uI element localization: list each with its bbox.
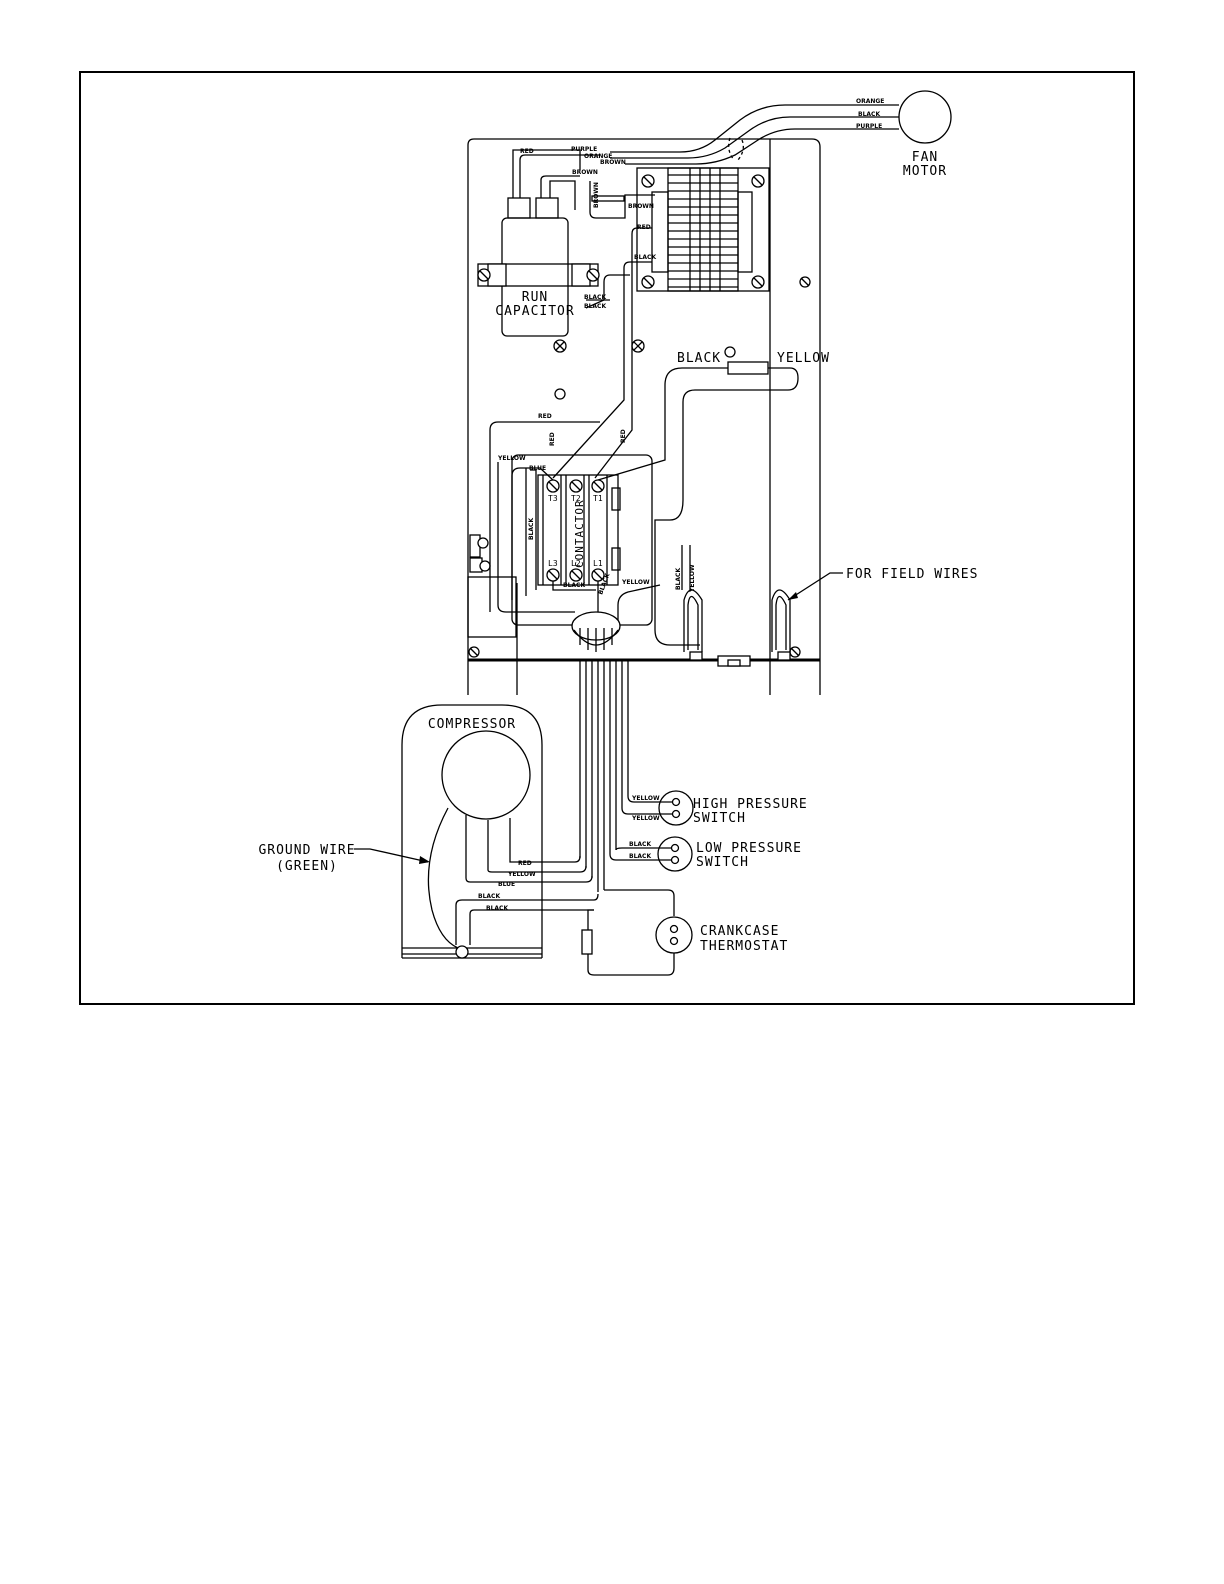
wire-label: YELLOW xyxy=(621,579,650,586)
wire-label: BLACK xyxy=(584,303,606,310)
run-capacitor-label: CAPACITOR xyxy=(495,304,574,319)
wire-label: PURPLE xyxy=(571,146,597,153)
wire-label: BROWN xyxy=(572,169,598,176)
compressor-label: COMPRESSOR xyxy=(428,717,516,732)
wire-label: BLUE xyxy=(498,881,515,888)
field-wires-label: FOR FIELD WIRES xyxy=(846,567,978,582)
screw xyxy=(789,646,801,658)
hole xyxy=(724,346,736,358)
contactor-label: CONTACTOR xyxy=(573,499,586,568)
screw xyxy=(553,339,567,353)
wire-label: BLACK xyxy=(629,841,651,848)
terminal-t3: T3 xyxy=(548,494,558,503)
fan-motor-label: MOTOR xyxy=(903,164,947,179)
field-wires-callout: FOR FIELD WIRES xyxy=(787,567,978,601)
run-capacitor: RUN CAPACITOR xyxy=(477,180,600,337)
compressor: COMPRESSOR xyxy=(401,704,543,959)
field-wire-clip xyxy=(771,589,791,661)
high-pressure-label: HIGH PRESSURE xyxy=(693,797,808,812)
wire-label: BLACK xyxy=(629,853,651,860)
transformer-wires: RED BLACK BLACK BLACK RED RED xyxy=(549,224,656,479)
wire-label: BROWN xyxy=(593,182,600,208)
wire-label: BLACK xyxy=(677,351,721,366)
wire-label: RED xyxy=(549,432,556,446)
screw xyxy=(468,646,480,658)
grommet xyxy=(571,611,621,652)
transformer xyxy=(636,167,770,292)
hole xyxy=(554,388,566,400)
wire-label: YELLOW xyxy=(689,564,696,593)
fan-motor-label: FAN xyxy=(912,150,938,165)
wire-label: BLACK xyxy=(584,294,606,301)
terminal-l2: L2 xyxy=(571,559,581,568)
compressor-wires: RED YELLOW BLUE BLACK BLACK xyxy=(455,660,629,945)
wire-label: BROWN xyxy=(628,203,654,210)
fan-motor-wires: ORANGE BLACK PURPLE xyxy=(610,98,899,165)
wire-label: BROWN xyxy=(600,159,626,166)
diagram-frame xyxy=(79,71,1135,1005)
contactor: RED T3 T2 T1 L3 L2 L1 CONTACTOR xyxy=(489,413,653,626)
wire-label: BLUE xyxy=(529,465,546,472)
ground-wire-label: (GREEN) xyxy=(276,859,338,874)
ground-lug xyxy=(469,534,491,573)
cabinet xyxy=(467,138,821,695)
terminal-t2: T2 xyxy=(571,494,581,503)
wire-label: YELLOW xyxy=(777,351,830,366)
resistor xyxy=(727,361,769,375)
wire-label: RED xyxy=(538,413,552,420)
field-wire-clip: BLACK YELLOW xyxy=(675,545,703,661)
wire-label: BLACK xyxy=(528,518,535,540)
wire-label: YELLOW xyxy=(631,795,660,802)
wire-label: RED xyxy=(637,224,651,231)
wire-label: ORANGE xyxy=(856,98,884,105)
wire-label: RED xyxy=(620,429,627,443)
low-pressure-label: SWITCH xyxy=(696,855,749,870)
fan-motor: FAN MOTOR xyxy=(898,90,952,179)
terminal-l3: L3 xyxy=(548,559,558,568)
terminal-l1: L1 xyxy=(593,559,603,568)
crankcase-label: THERMOSTAT xyxy=(700,939,788,954)
low-pressure-label: LOW PRESSURE xyxy=(696,841,802,856)
wire-label: BLACK xyxy=(675,568,682,590)
ground-wire-label: GROUND WIRE xyxy=(258,843,355,858)
wire-label: BLACK xyxy=(478,893,500,900)
wire-label: YELLOW xyxy=(631,815,660,822)
high-pressure-switch: YELLOW YELLOW HIGH PRESSURE SWITCH xyxy=(621,790,808,826)
crankcase-heater-wires: BLACK YELLOW xyxy=(597,351,830,646)
terminal-t1: T1 xyxy=(593,494,603,503)
wire-label: BLACK xyxy=(486,905,508,912)
screw xyxy=(799,276,811,288)
wire-label: BLACK xyxy=(634,254,656,261)
crankcase-label: CRANKCASE xyxy=(700,924,779,939)
wire-label: RED xyxy=(520,148,534,155)
wire-label: PURPLE xyxy=(856,123,882,130)
wire-label: YELLOW xyxy=(497,455,526,462)
capacitor-wires: RED PURPLE ORANGE BROWN BROWN BROWN BROW… xyxy=(512,146,655,219)
run-capacitor-label: RUN xyxy=(522,290,548,305)
low-pressure-switch: BLACK BLACK LOW PRESSURE SWITCH xyxy=(609,836,802,872)
wire-label: RED xyxy=(518,860,532,867)
ground-wire-callout: GROUND WIRE (GREEN) xyxy=(258,843,430,874)
crankcase-thermostat: CRANKCASE THERMOSTAT xyxy=(655,916,788,954)
wire-label: BLACK xyxy=(563,582,585,589)
crankcase-heater xyxy=(581,889,675,976)
wire-label: BLACK xyxy=(858,111,880,118)
wire-label: YELLOW xyxy=(507,871,536,878)
screw xyxy=(631,339,645,353)
high-pressure-label: SWITCH xyxy=(693,811,746,826)
wire-label: ORANGE xyxy=(584,153,612,160)
